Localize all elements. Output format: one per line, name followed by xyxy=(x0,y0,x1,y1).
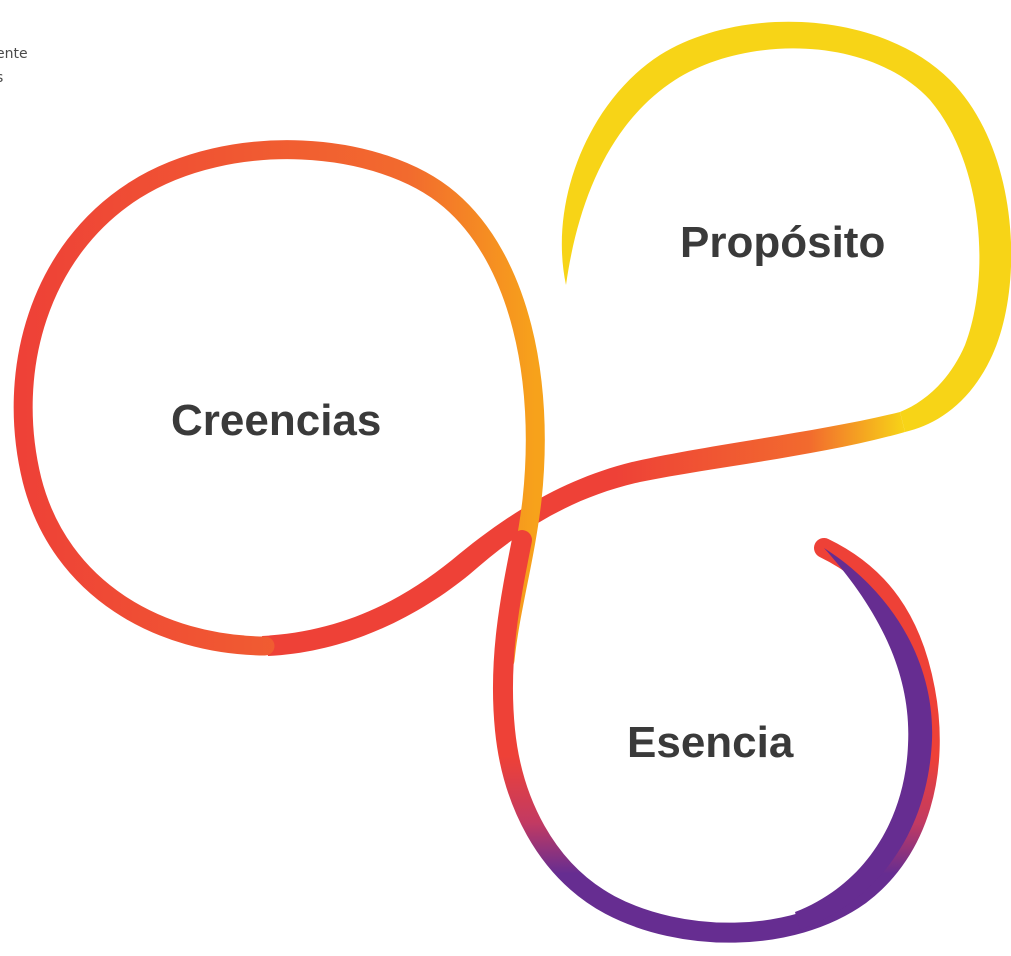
clipped-text: ente s xyxy=(0,42,28,90)
connector-ribbon xyxy=(262,412,905,656)
proposito-ribbon xyxy=(561,21,1011,432)
esencia-label: Esencia xyxy=(627,718,794,767)
esencia-ribbon-thick xyxy=(795,548,933,930)
clipped-text-line-2: s xyxy=(0,66,28,90)
proposito-label: Propósito xyxy=(680,218,886,267)
creencias-label: Creencias xyxy=(171,396,382,445)
creencias-loop xyxy=(13,140,545,670)
clipped-text-line-1: ente xyxy=(0,46,28,62)
